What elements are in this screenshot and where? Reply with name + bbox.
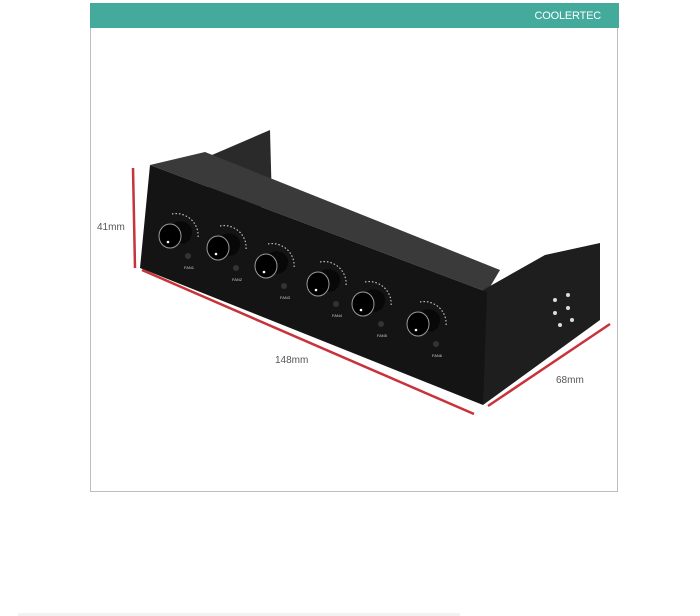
fan-knob: FAN1 — [158, 213, 199, 270]
knob-label: FAN5 — [377, 333, 388, 338]
right-side-plate — [483, 243, 600, 405]
dimension-lines — [131, 167, 611, 416]
top-inner — [150, 152, 500, 292]
height-label: 41mm — [97, 222, 125, 233]
fan-knob: FAN4 — [306, 261, 347, 318]
fan-knob: FAN2 — [206, 225, 247, 282]
knob-label: FAN3 — [280, 295, 291, 300]
width-label: 148mm — [275, 355, 309, 366]
vent-holes — [553, 293, 574, 327]
fan-knob: FAN3 — [254, 243, 295, 300]
knob-label: FAN6 — [432, 353, 443, 358]
knob-label: FAN4 — [332, 313, 343, 318]
bottom-scrollbar — [18, 613, 460, 616]
knob-label: FAN2 — [232, 277, 243, 282]
depth-label: 68mm — [556, 375, 584, 386]
knob-label: FAN1 — [184, 265, 195, 270]
brand-name: COOLERTEC — [534, 10, 602, 22]
brand-header: COOLERTEC — [90, 3, 619, 28]
product-image-frame — [90, 3, 618, 492]
fan-knob: FAN5 — [351, 281, 392, 338]
fan-knob: FAN6 — [406, 301, 447, 358]
